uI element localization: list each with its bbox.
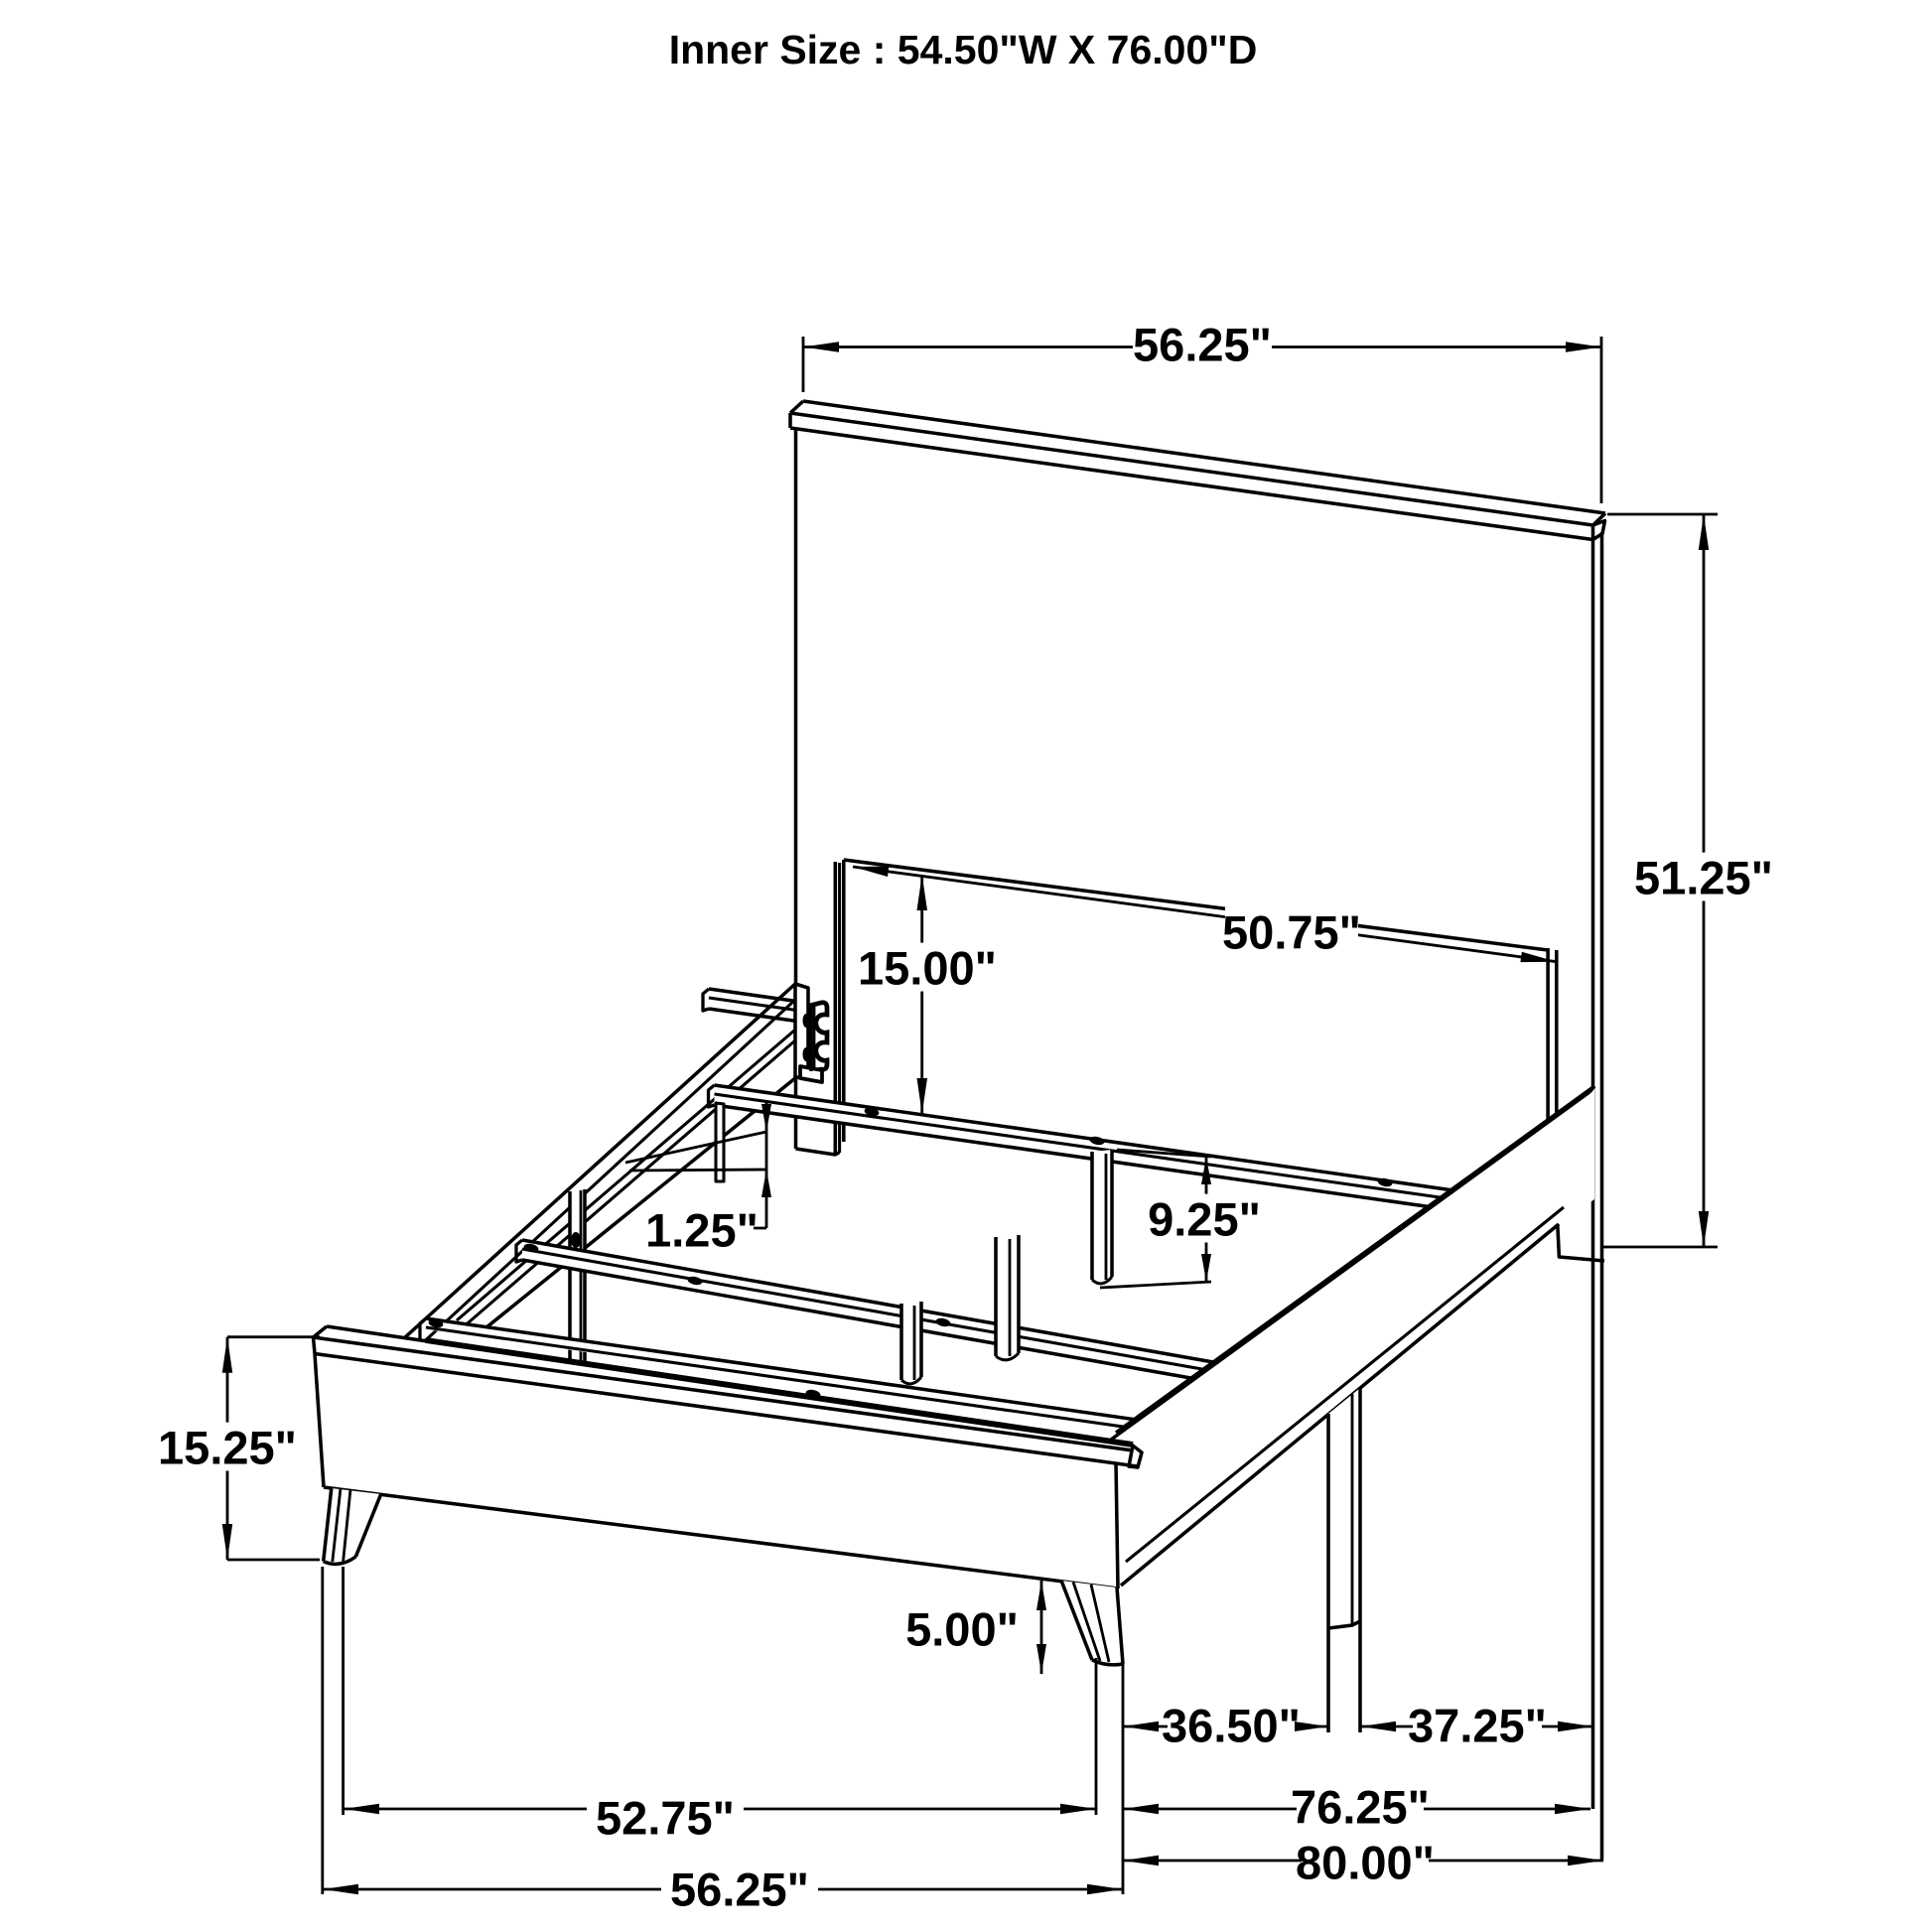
- svg-text:36.50": 36.50": [1162, 1700, 1301, 1752]
- svg-text:5.00": 5.00": [905, 1603, 1019, 1656]
- svg-text:51.25": 51.25": [1634, 852, 1773, 904]
- svg-text:1.25": 1.25": [645, 1204, 759, 1257]
- svg-text:56.25": 56.25": [670, 1863, 809, 1916]
- svg-text:15.25": 15.25": [158, 1422, 297, 1474]
- svg-text:37.25": 37.25": [1408, 1700, 1547, 1752]
- svg-text:9.25": 9.25": [1148, 1193, 1261, 1246]
- svg-text:50.75": 50.75": [1222, 906, 1361, 959]
- svg-text:56.25": 56.25": [1133, 319, 1272, 371]
- svg-text:76.25": 76.25": [1291, 1781, 1430, 1834]
- svg-text:52.75": 52.75": [596, 1792, 735, 1845]
- svg-text:80.00": 80.00": [1296, 1837, 1435, 1889]
- svg-text:15.00": 15.00": [858, 942, 997, 995]
- svg-text:Inner Size : 54.50"W X 76.00"D: Inner Size : 54.50"W X 76.00"D: [669, 27, 1258, 72]
